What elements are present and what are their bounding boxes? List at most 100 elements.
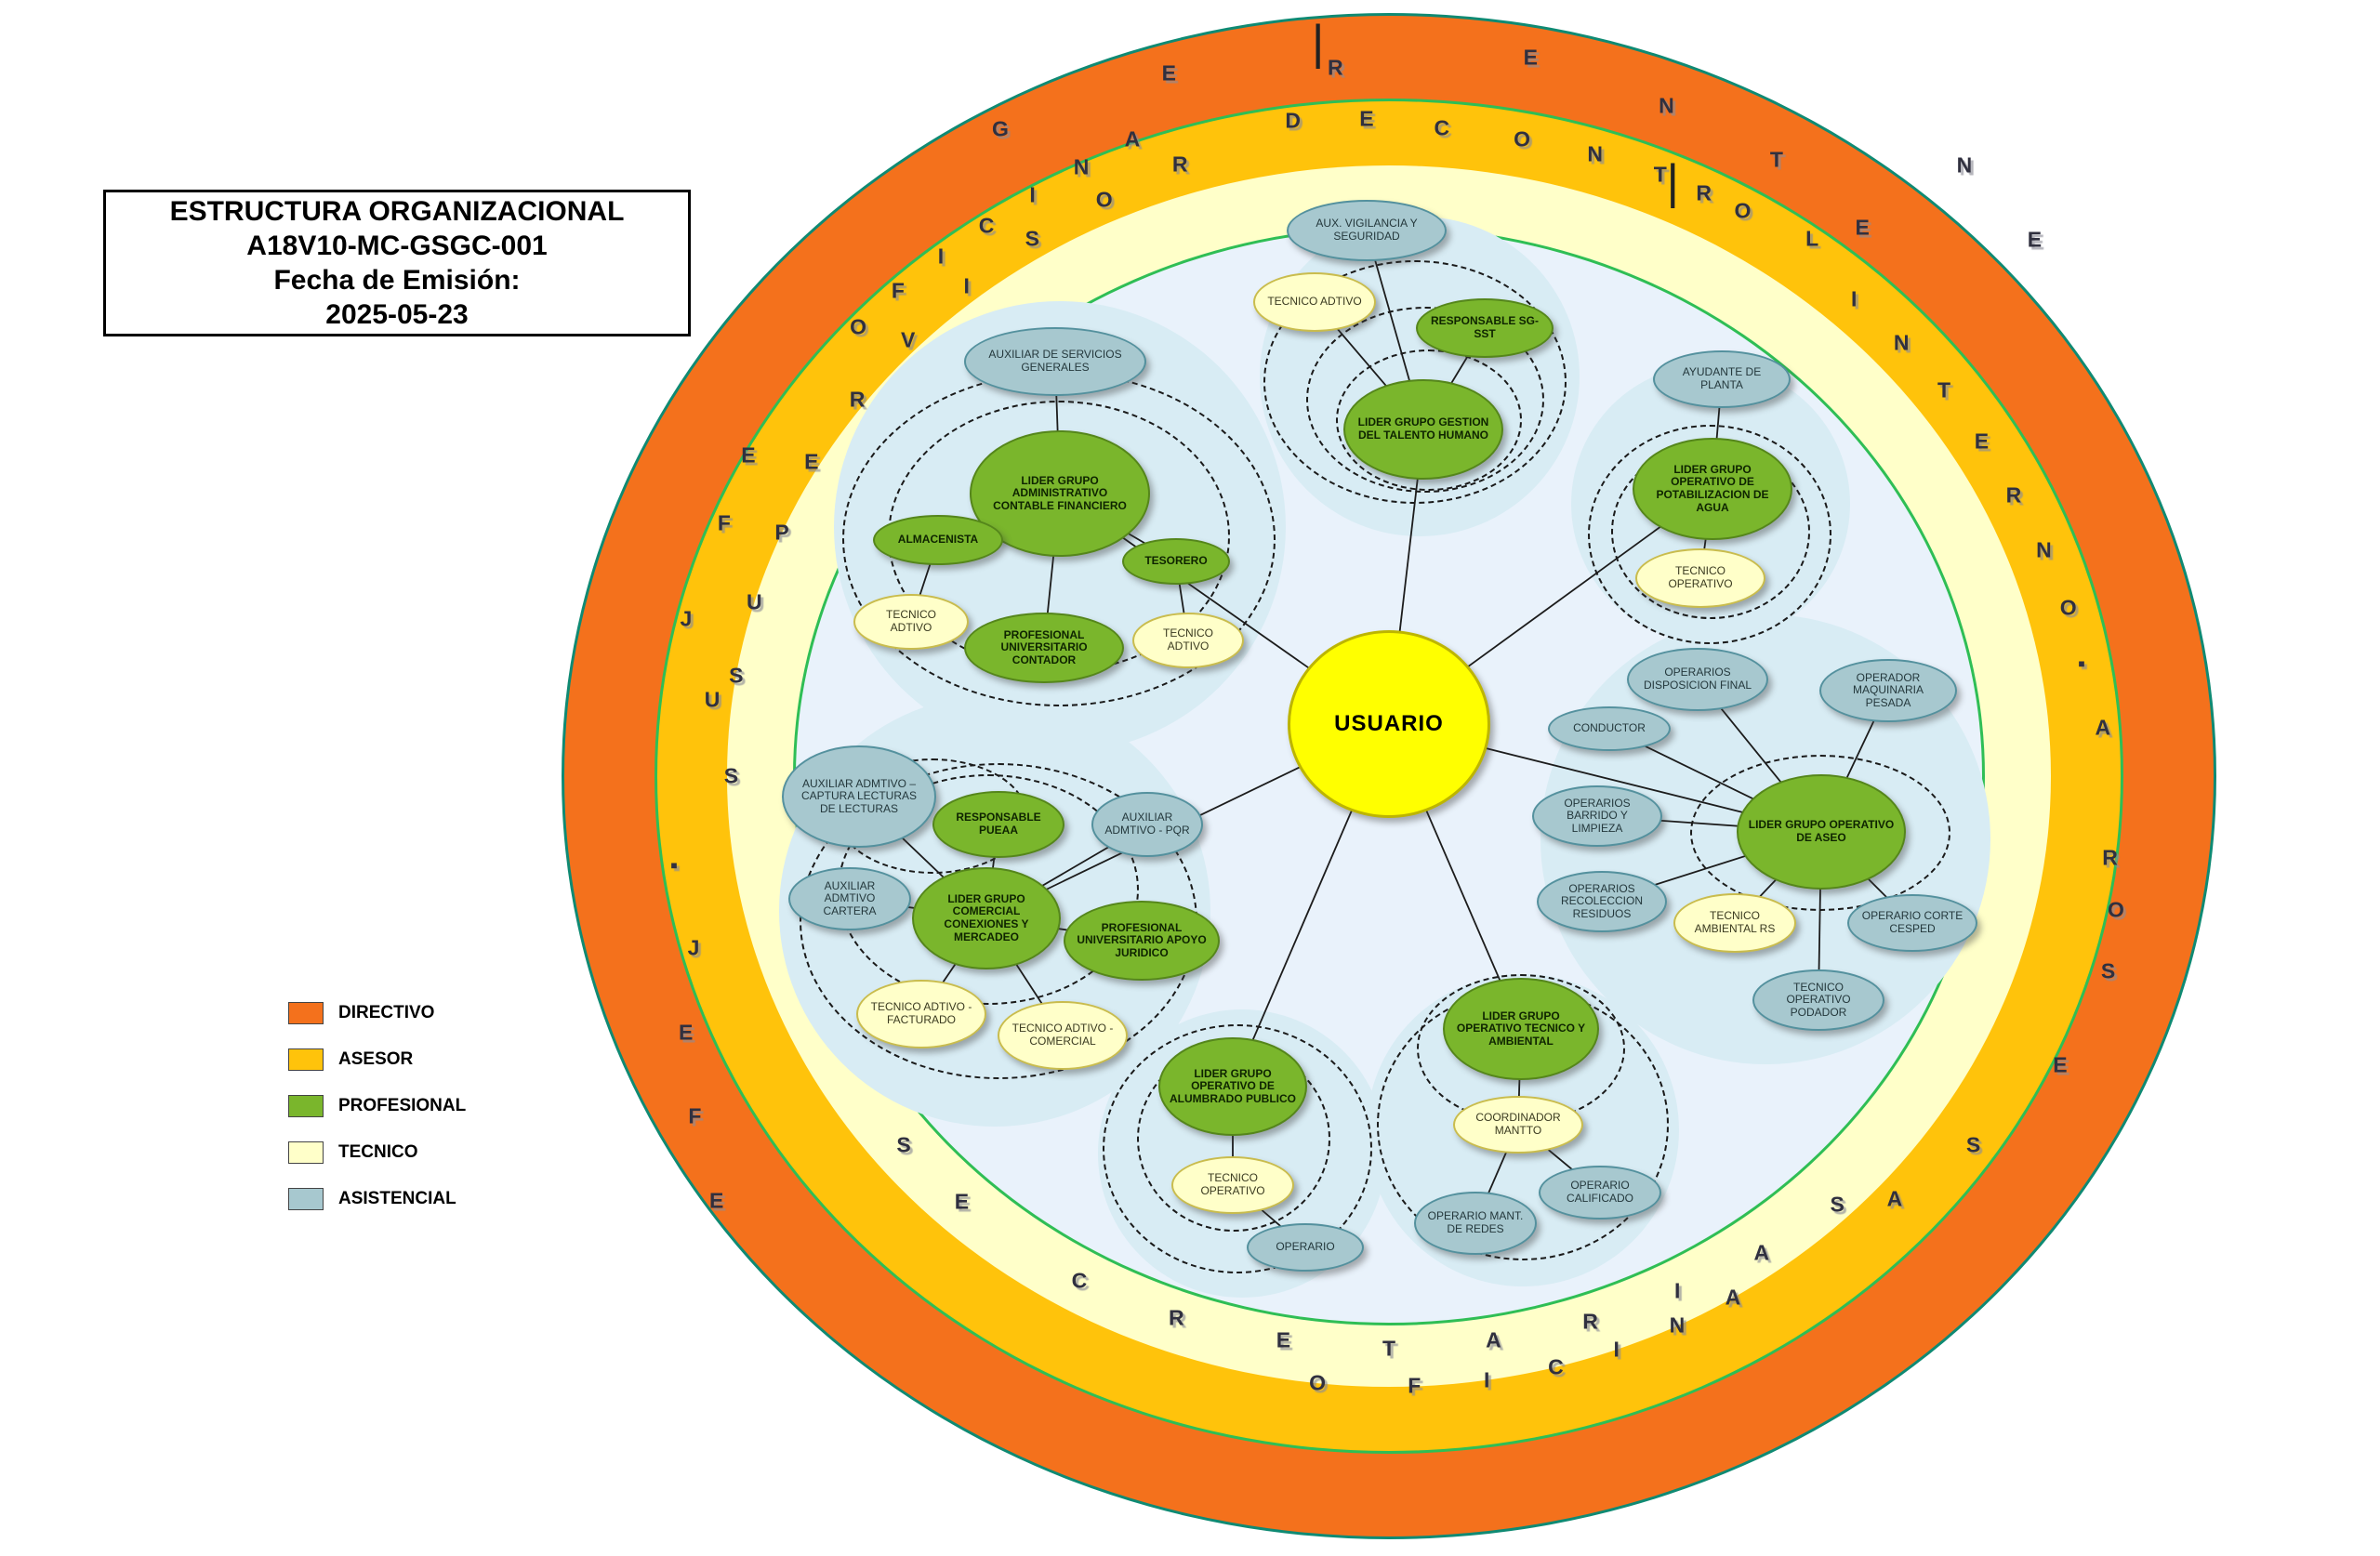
node-label: LIDER GRUPO COMERCIAL CONEXIONES Y MERCA… xyxy=(944,891,1029,943)
node-label: AUXILIAR ADMTIVO – CAPTURA LECTURAS DE L… xyxy=(800,776,918,815)
title-box: ESTRUCTURA ORGANIZACIONAL A18V10-MC-GSGC… xyxy=(103,190,691,336)
legend-item-directivo: DIRECTIVO xyxy=(288,1002,466,1024)
ring-letter: S xyxy=(723,763,739,788)
ring-letter: O xyxy=(1095,187,1113,212)
ring-letter: G xyxy=(991,116,1009,141)
node-aux-vigilancia-y-seguridad: AUX. VIGILANCIA Y SEGURIDAD xyxy=(1287,200,1447,261)
node-label: CONDUCTOR xyxy=(1573,721,1646,735)
legend-swatch-asistencial xyxy=(288,1188,324,1210)
ring-letter: T xyxy=(1382,1336,1396,1361)
node-operario-corte-cesped: OPERARIO CORTE CESPED xyxy=(1847,894,1977,952)
legend-swatch-profesional xyxy=(288,1095,324,1117)
node-label: TECNICO OPERATIVO PODADOR xyxy=(1786,980,1851,1019)
ring-letter: N xyxy=(1893,330,1910,355)
ring-letter: O xyxy=(2059,595,2077,620)
node-label: OPERARIOS DISPOSICION FINAL xyxy=(1643,666,1752,692)
node-tecnico-adtivo-financiero-2: TECNICO ADTIVO xyxy=(1132,613,1244,668)
ring-letter: E xyxy=(954,1189,970,1214)
node-lider-grupo-gestion-del-talento-humano: LIDER GRUPO GESTION DEL TALENTO HUMANO xyxy=(1343,379,1503,480)
ring-letter: F xyxy=(891,278,905,303)
ring-letter: R xyxy=(1168,1305,1184,1330)
node-responsable-pueaa: RESPONSABLE PUEAA xyxy=(932,791,1064,858)
legend-swatch-tecnico xyxy=(288,1141,324,1164)
ring-letter: S xyxy=(1965,1132,1981,1157)
ring-letter: T xyxy=(1769,147,1783,172)
ring-letter: | xyxy=(1311,15,1325,70)
legend-item-tecnico: TECNICO xyxy=(288,1141,466,1164)
ring-letter: O xyxy=(850,314,867,339)
node-lider-grupo-operativo-de-aseo: LIDER GRUPO OPERATIVO DE ASEO xyxy=(1737,774,1906,890)
node-label: USUARIO xyxy=(1334,711,1444,737)
node-label: OPERARIO xyxy=(1276,1240,1335,1254)
node-operarios-barrido-y-limpieza: OPERARIOS BARRIDO Y LIMPIEZA xyxy=(1532,785,1662,847)
title-line-2: A18V10-MC-GSGC-001 xyxy=(246,231,548,261)
node-profesional-universitario-apoyo-juridico: PROFESIONAL UNIVERSITARIO APOYO JURIDICO xyxy=(1064,901,1220,981)
node-label: LIDER GRUPO OPERATIVO TECNICO Y AMBIENTA… xyxy=(1456,1009,1586,1048)
ring-letter: E xyxy=(1974,429,1990,454)
ring-letter: L xyxy=(1805,226,1819,251)
ring-letter: E xyxy=(2027,227,2043,252)
ring-letter: S xyxy=(896,1132,911,1157)
ring-letter: O xyxy=(1309,1370,1327,1395)
ring-letter: V xyxy=(900,327,916,352)
node-lider-grupo-operativo-alumbrado-publico: LIDER GRUPO OPERATIVO DE ALUMBRADO PUBLI… xyxy=(1158,1037,1307,1136)
ring-letter: A xyxy=(1886,1186,1903,1211)
ring-letter: I xyxy=(937,244,945,269)
ring-letter: O xyxy=(2108,897,2124,922)
node-label: AUXILIAR ADMTIVO CARTERA xyxy=(823,878,877,917)
node-responsable-sg-sst: RESPONSABLE SG-SST xyxy=(1416,298,1554,358)
ring-letter: U xyxy=(704,687,721,712)
ring-letter: ▪ xyxy=(2077,651,2086,676)
ring-letter: N xyxy=(1956,152,1973,178)
ring-letter: R xyxy=(1582,1309,1598,1334)
ring-letter: E xyxy=(708,1188,724,1213)
ring-letter: I xyxy=(1029,182,1036,207)
node-label: LIDER GRUPO OPERATIVO DE ASEO xyxy=(1748,818,1895,844)
node-operarios-recoleccion-residuos: OPERARIOS RECOLECCION RESIDUOS xyxy=(1537,871,1667,932)
ring-letter: A xyxy=(2095,715,2111,740)
ring-letter: C xyxy=(1548,1354,1564,1379)
node-label: RESPONSABLE SG-SST xyxy=(1430,314,1539,340)
node-lider-grupo-comercial-conexiones-y-mercadeo: LIDER GRUPO COMERCIAL CONEXIONES Y MERCA… xyxy=(912,867,1061,969)
title-line-4: 2025-05-23 xyxy=(325,299,469,330)
ring-letter: S xyxy=(729,663,744,688)
node-label: OPERADOR MAQUINARIA PESADA xyxy=(1852,670,1924,709)
ring-letter: R xyxy=(849,387,866,412)
legend-item-profesional: PROFESIONAL xyxy=(288,1095,466,1117)
node-label: LIDER GRUPO GESTION DEL TALENTO HUMANO xyxy=(1357,415,1489,442)
ring-letter: N xyxy=(1587,141,1603,166)
node-label: AUX. VIGILANCIA Y SEGURIDAD xyxy=(1316,217,1418,243)
node-label: RESPONSABLE PUEAA xyxy=(956,811,1041,837)
ring-letter: A xyxy=(1725,1285,1741,1310)
node-auxiliar-servicios-generales: AUXILIAR DE SERVICIOS GENERALES xyxy=(964,327,1146,396)
ring-letter: N xyxy=(1669,1312,1686,1338)
ring-letter: A xyxy=(1753,1240,1770,1265)
node-coordinador-mantto: COORDINADOR MANTTO xyxy=(1453,1096,1583,1154)
ring-letter: T xyxy=(1653,162,1667,187)
ring-letter: S xyxy=(1830,1192,1844,1217)
cluster-dashed-gestion-talento-humano-2 xyxy=(1336,349,1522,491)
ring-letter: A xyxy=(1486,1327,1501,1352)
ring-letter: N xyxy=(2036,537,2052,562)
node-tesorero: TESORERO xyxy=(1122,538,1230,585)
node-label: OPERARIO CALIFICADO xyxy=(1566,1179,1633,1205)
ring-letter: S xyxy=(1025,226,1040,251)
ring-letter: U xyxy=(747,589,762,614)
ring-letter: I xyxy=(963,273,970,298)
node-operario-calificado: OPERARIO CALIFICADO xyxy=(1539,1166,1661,1220)
ring-letter: E xyxy=(2053,1052,2068,1077)
node-auxiliar-admtivo-pqr: AUXILIAR ADMTIVO - PQR xyxy=(1091,792,1203,857)
node-label: TECNICO ADTIVO xyxy=(886,608,936,634)
node-label: AYUDANTE DE PLANTA xyxy=(1682,365,1762,391)
ring-letter: F xyxy=(688,1103,702,1128)
node-label: ALMACENISTA xyxy=(897,533,979,547)
ring-letter: S xyxy=(2100,958,2116,983)
ring-letter: J xyxy=(687,935,700,960)
node-label: TECNICO OPERATIVO xyxy=(1200,1171,1265,1197)
ring-letter: R xyxy=(2102,845,2118,870)
ring-letter: E xyxy=(1276,1327,1291,1352)
ring-letter: E xyxy=(678,1020,694,1045)
node-label: TESORERO xyxy=(1144,554,1208,568)
cluster-dashed-gestion-talento-humano-1 xyxy=(1306,307,1544,493)
node-label: AUXILIAR DE SERVICIOS GENERALES xyxy=(988,348,1122,374)
